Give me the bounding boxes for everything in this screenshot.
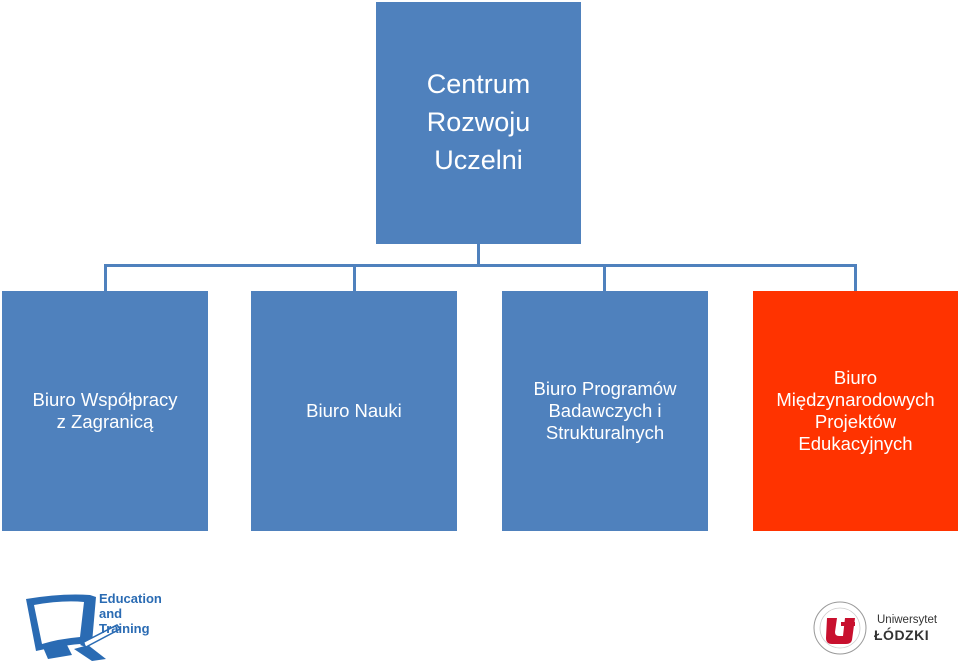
connector-root-stem <box>477 244 480 265</box>
education-training-logo-text: Education and Training <box>99 591 162 636</box>
org-child-label-2: Biuro Nauki <box>306 400 402 422</box>
org-child-label-4: Biuro Międzynarodowych Projektów Edukacy… <box>776 367 935 454</box>
connector-child-3 <box>603 264 606 291</box>
org-child-box-4-highlighted: Biuro Międzynarodowych Projektów Edukacy… <box>753 291 958 531</box>
org-root-label: Centrum Rozwoju Uczelni <box>426 69 531 175</box>
org-child-box-2: Biuro Nauki <box>251 291 457 531</box>
org-root-box: Centrum Rozwoju Uczelni <box>376 2 581 244</box>
connector-child-2 <box>353 264 356 291</box>
org-child-box-3: Biuro Programów Badawczych i Strukturaln… <box>502 291 708 531</box>
org-child-label-1: Biuro Współpracy z Zagranicą <box>32 389 178 432</box>
university-seal-icon <box>813 601 867 655</box>
computer-monitor-pen-icon <box>26 594 122 661</box>
connector-horizontal-bar <box>104 264 857 267</box>
university-name-line-1: Uniwersytet <box>877 614 938 626</box>
university-name-line-2: ŁÓDZKI <box>874 627 930 643</box>
connector-child-1 <box>104 264 107 291</box>
connector-child-4 <box>854 264 857 291</box>
org-child-label-3: Biuro Programów Badawczych i Strukturaln… <box>533 378 677 443</box>
org-child-box-1: Biuro Współpracy z Zagranicą <box>2 291 208 531</box>
